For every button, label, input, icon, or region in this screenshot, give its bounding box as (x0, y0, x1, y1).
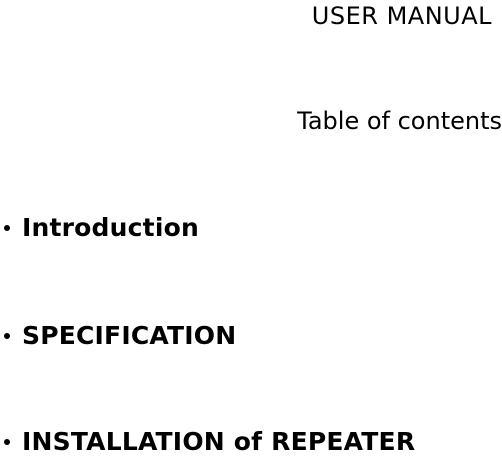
toc-item-introduction: Introduction (0, 211, 199, 245)
toc-item-specification: SPECIFICATION (0, 319, 236, 353)
bullet-icon (4, 225, 10, 231)
toc-heading: Table of contents (297, 107, 502, 135)
bullet-icon (4, 333, 10, 339)
toc-item-label: INSTALLATION of REPEATER (22, 427, 416, 456)
document-title: USER MANUAL (311, 2, 492, 30)
toc-item-label: SPECIFICATION (22, 321, 237, 350)
toc-item-installation: INSTALLATION of REPEATER (0, 425, 415, 459)
toc-item-label: Introduction (22, 213, 199, 242)
bullet-icon (4, 439, 10, 445)
